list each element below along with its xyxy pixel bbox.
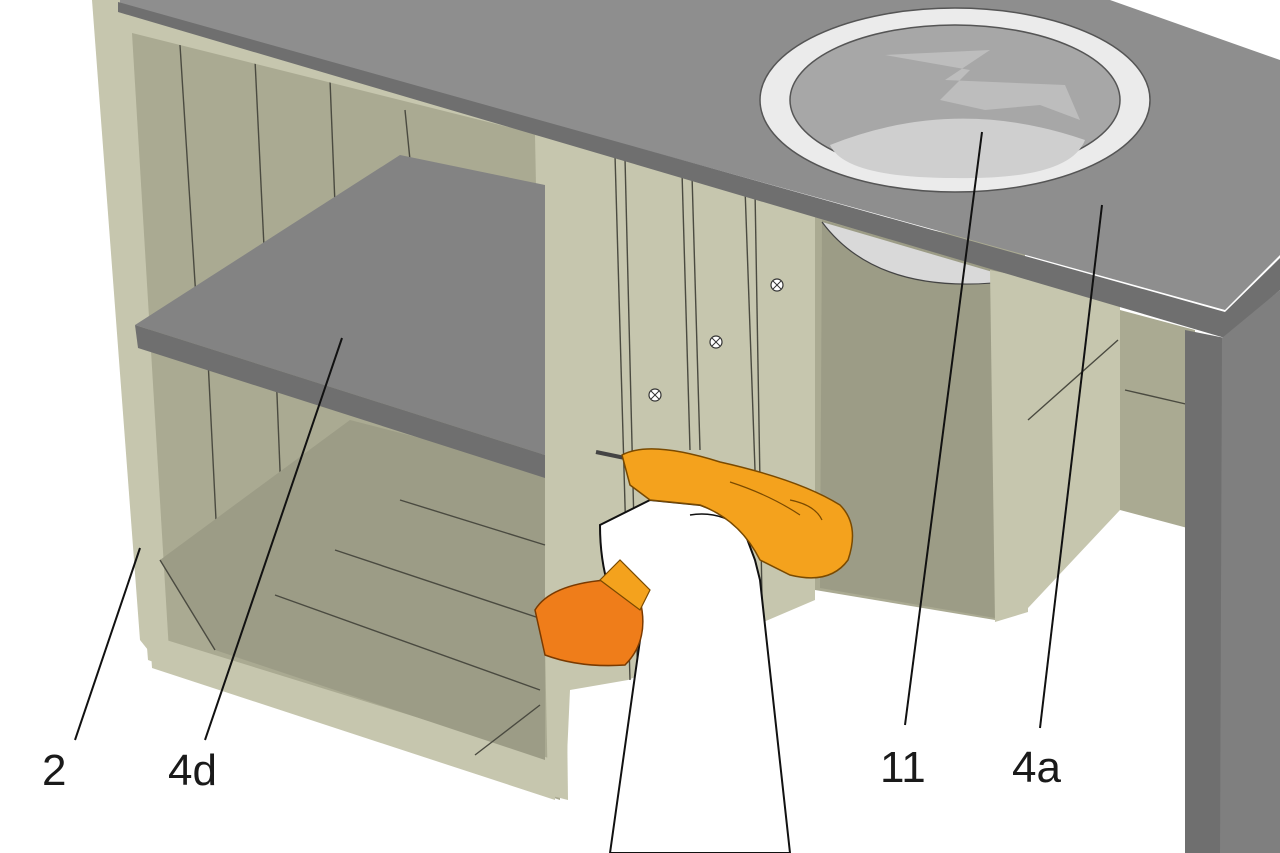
callout-11: 11: [880, 743, 926, 792]
leader-4a: [1039, 204, 1103, 729]
right-end-panel: [1185, 330, 1225, 853]
lower-floor: [160, 420, 545, 760]
screw-head-icon: [709, 335, 723, 349]
front-left-post: [96, 0, 170, 668]
bin-container: [820, 220, 1020, 618]
countertop-right-edge: [1225, 258, 1280, 338]
leader-lines: [74, 131, 1103, 741]
leader-2: [74, 547, 141, 741]
leader-11: [904, 131, 983, 726]
callout-4a: 4a: [1012, 743, 1061, 792]
shelf-top: [135, 155, 545, 455]
screw-head-icon: [648, 388, 662, 402]
leader-4d: [204, 337, 343, 741]
countertop-front-edge: [118, 2, 1225, 338]
bin-rim: [821, 221, 1021, 285]
bin-opening-ring: [759, 7, 1151, 193]
callout-2: 2: [42, 746, 66, 795]
screw-head-icon: [770, 278, 784, 292]
right-end-panel-face: [1220, 290, 1280, 853]
shelf-front-edge: [135, 325, 545, 478]
right-back-panel: [1120, 310, 1195, 530]
right-divider-panel: [990, 270, 1028, 622]
cordless-drill-icon: [534, 448, 854, 667]
cabinet-bottom-rail: [150, 635, 555, 800]
callout-4d: 4d: [168, 746, 217, 795]
floor-slat-lines: [159, 499, 546, 756]
